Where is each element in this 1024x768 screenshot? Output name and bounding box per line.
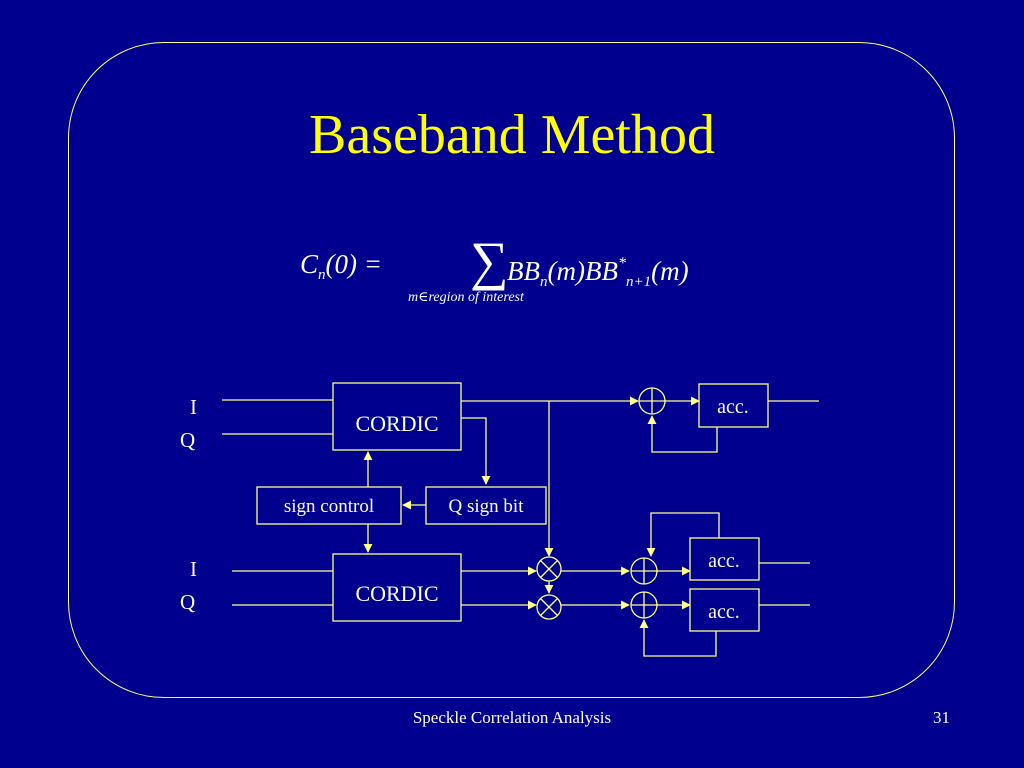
- formula-bb1: BB: [507, 256, 540, 286]
- cordic-top-label: CORDIC: [355, 411, 438, 436]
- q-sign-bit-label: Q sign bit: [449, 496, 525, 517]
- top-i-label: I: [190, 395, 197, 419]
- acc-top-label: acc.: [717, 396, 749, 418]
- bottom-q-label: Q: [180, 590, 195, 614]
- cordic-bottom-label: CORDIC: [355, 581, 438, 606]
- acc-bottom-label: acc.: [708, 601, 740, 623]
- bottom-i-label: I: [190, 557, 197, 581]
- formula-bb1-subscript: n: [540, 274, 548, 290]
- acc-top-feedback: [647, 415, 718, 453]
- cordic-top-box: [332, 382, 462, 451]
- formula-conjugate-mark: *: [617, 255, 626, 272]
- formula-bb2-subscript: n+1: [625, 274, 652, 290]
- formula-lhs: Cn(0) =: [300, 244, 382, 295]
- page-number: 31: [933, 708, 950, 727]
- acc-bottom-box: [689, 588, 760, 632]
- footer-title: Speckle Correlation Analysis: [412, 708, 612, 727]
- slide-frame: [68, 42, 955, 698]
- cordic-bottom-box: [332, 553, 462, 622]
- formula-sum-range: m∈region of interest: [408, 290, 524, 305]
- correlation-formula: Cn(0) = ∑ BBn(m)BB*n+1(m) m∈region of in…: [300, 231, 760, 314]
- acc-middle-feedback: [646, 512, 720, 557]
- formula-bb2-arg: (m): [651, 256, 689, 286]
- slide-title: Baseband Method: [309, 104, 715, 166]
- formula-bb2: BB: [584, 256, 618, 286]
- acc-top-box: [698, 383, 769, 428]
- acc-middle-box: [689, 537, 760, 581]
- formula-lhs-args: (0) =: [325, 249, 382, 279]
- acc-middle-label: acc.: [708, 550, 740, 572]
- acc-bottom-feedback: [639, 619, 717, 657]
- multiplier-2-icon: [536, 594, 562, 620]
- formula-rhs: BBn(m)BB*n+1(m): [507, 244, 689, 302]
- formula-c-symbol: C: [300, 249, 319, 279]
- formula-bb1-arg: (m): [547, 256, 585, 286]
- sign-control-box: [256, 486, 402, 525]
- summation-icon: ∑: [470, 231, 509, 291]
- top-q-label: Q: [180, 428, 195, 452]
- q-to-signbit: [461, 417, 491, 485]
- sign-control-label: sign control: [284, 496, 374, 517]
- formula-c-subscript: n: [318, 267, 326, 283]
